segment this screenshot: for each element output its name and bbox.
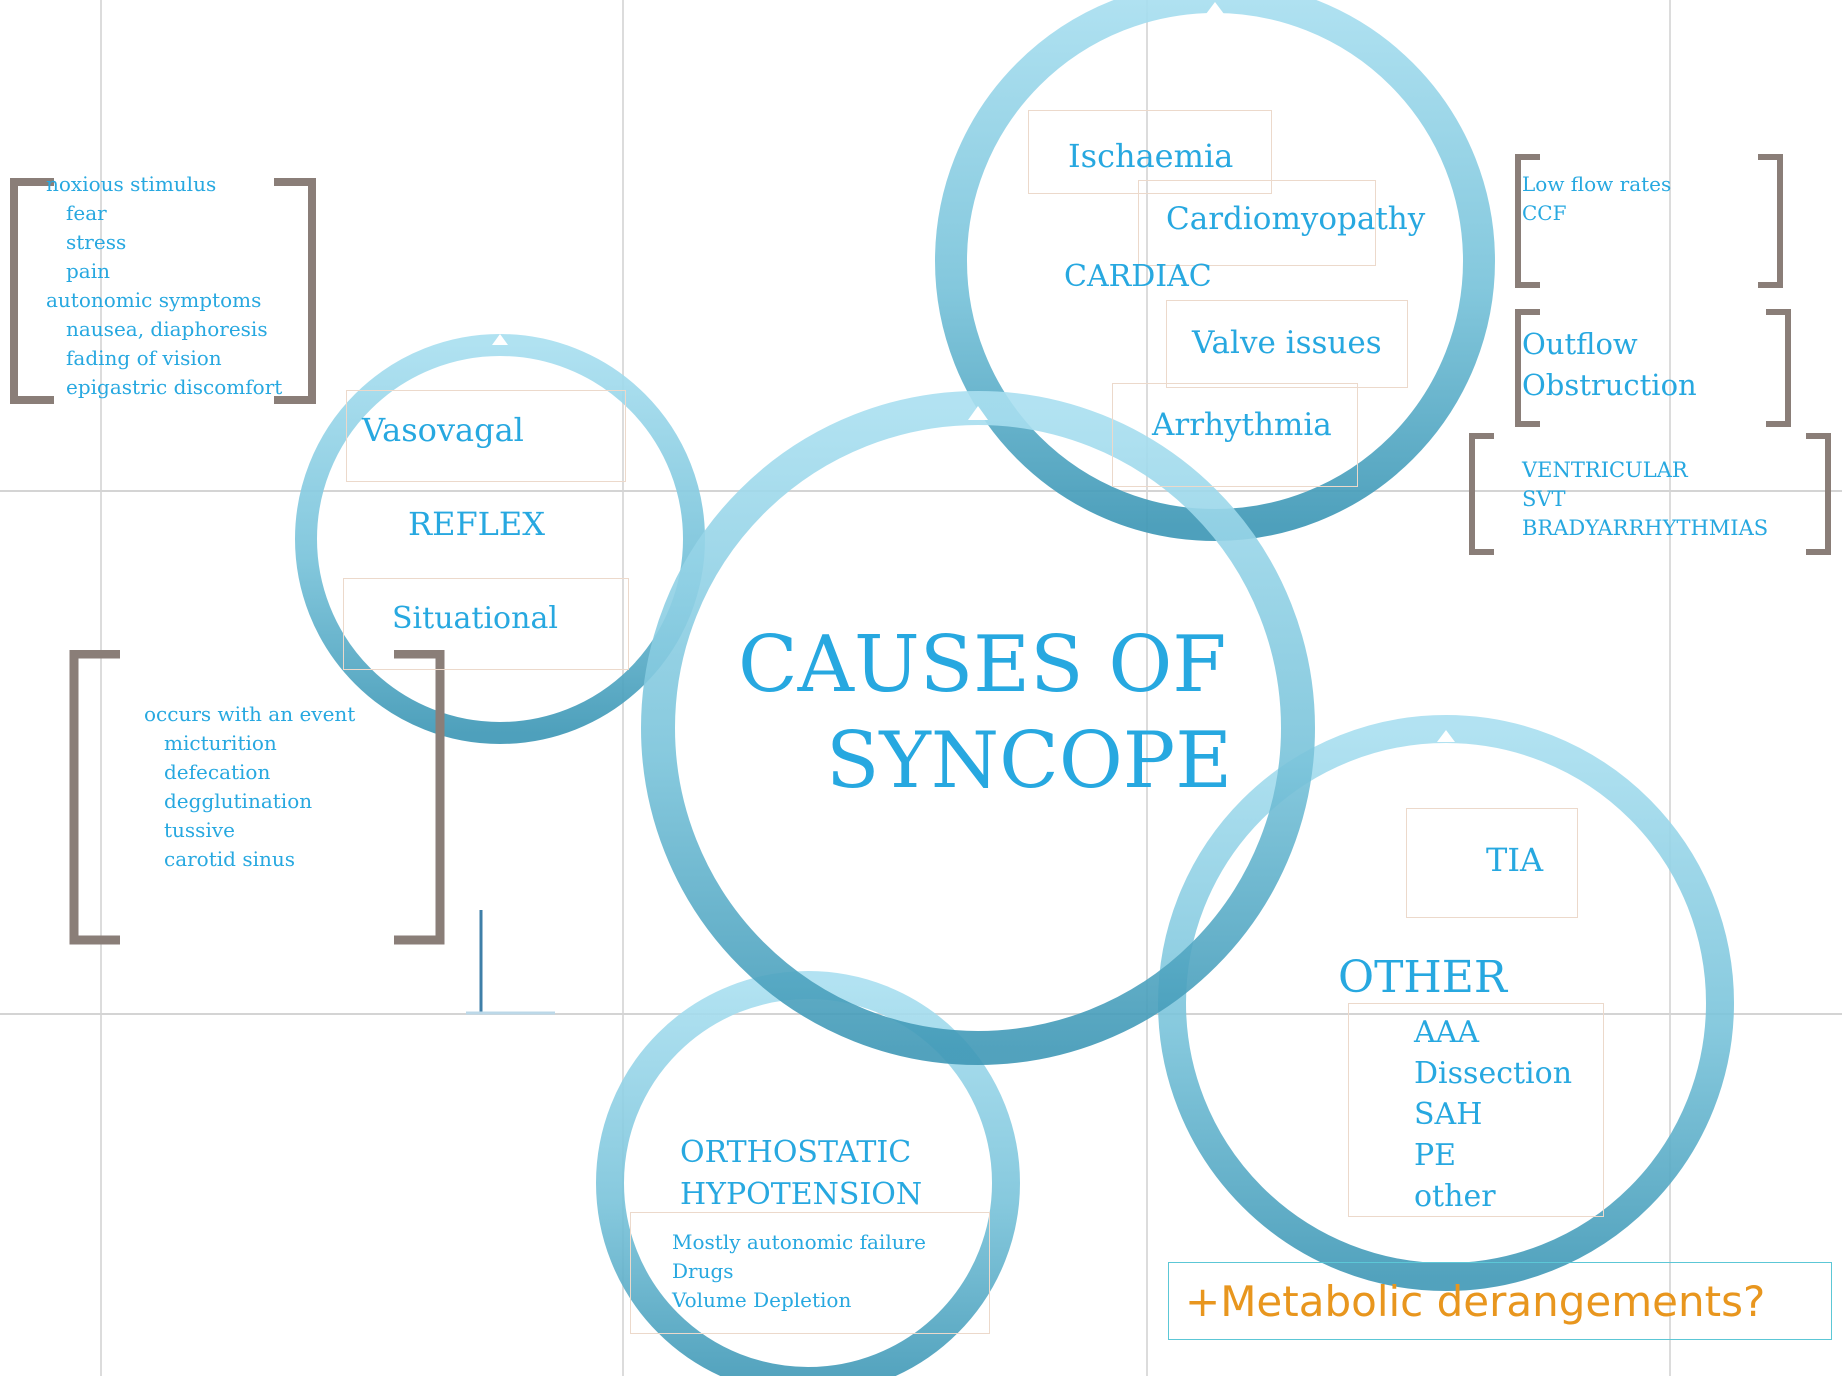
- note-line: SVT: [1522, 487, 1566, 511]
- situational-box: [343, 578, 629, 670]
- note-line: Volume Depletion: [672, 1288, 852, 1312]
- note-line: defecation: [164, 760, 271, 784]
- ischaemia-box: [1028, 110, 1272, 194]
- note-line: fading of vision: [66, 346, 222, 370]
- note-line: Outflow: [1522, 327, 1638, 361]
- vasovagal-label: Vasovagal: [362, 411, 524, 449]
- note-line: stress: [66, 230, 127, 254]
- other-title: OTHER: [1338, 952, 1508, 1003]
- list-item: PE: [1414, 1138, 1457, 1173]
- cardiomyopathy-notes: Low flow rates CCF: [1522, 170, 1671, 228]
- ring-marker-icon: [968, 406, 988, 420]
- grid-line: [100, 0, 102, 1376]
- list-item: Dissection: [1414, 1056, 1573, 1091]
- valve-issues-label: Valve issues: [1192, 325, 1382, 361]
- note-line: Drugs: [672, 1259, 734, 1283]
- note-line: tussive: [164, 818, 235, 842]
- note-line: Mostly autonomic failure: [672, 1230, 926, 1254]
- bracket-left: [1515, 154, 1540, 288]
- bracket-left: [69, 650, 120, 945]
- orthostatic-notes: Mostly autonomic failure Drugs Volume De…: [672, 1228, 926, 1315]
- reflex-title: REFLEX: [408, 505, 546, 543]
- bracket-right: [1758, 154, 1783, 288]
- note-line: autonomic symptoms: [46, 288, 262, 312]
- bracket-right: [274, 178, 316, 404]
- grid-line: [0, 490, 1842, 492]
- ischaemia-label: Ischaemia: [1068, 137, 1234, 175]
- note-line: Obstruction: [1522, 368, 1697, 402]
- situational-label: Situational: [392, 601, 558, 636]
- other-items: AAA Dissection SAH PE other: [1414, 1012, 1572, 1217]
- center-ring: [641, 391, 1315, 1065]
- note-line: fear: [66, 201, 107, 225]
- note-line: degglutination: [164, 789, 313, 813]
- arrhythmia-box: [1112, 383, 1358, 487]
- ring-marker-icon: [492, 334, 508, 345]
- vasovagal-box: [346, 390, 626, 482]
- vasovagal-notes: noxious stimulus fear stress pain autono…: [46, 170, 282, 402]
- grid-line: [1146, 0, 1148, 1376]
- reflex-ring: [295, 334, 705, 744]
- orthostatic-notes-box: [630, 1212, 990, 1334]
- bracket-left: [1469, 433, 1494, 555]
- cardiac-title: CARDIAC: [1064, 259, 1212, 294]
- grid-line: [1669, 0, 1671, 1376]
- list-item: AAA: [1414, 1015, 1479, 1050]
- note-line: occurs with an event: [144, 702, 356, 726]
- bracket-right: [1766, 309, 1791, 427]
- connector-mark: [466, 910, 555, 1015]
- situational-notes: occurs with an event micturition defecat…: [144, 700, 355, 874]
- bracket-left: [1515, 309, 1540, 427]
- note-line: CCF: [1522, 201, 1567, 225]
- other-items-box: [1348, 1003, 1604, 1217]
- tia-label: TIA: [1486, 841, 1544, 879]
- ring-marker-icon: [1437, 730, 1455, 742]
- bracket-right: [394, 650, 445, 945]
- valve-notes: Outflow Obstruction: [1522, 324, 1697, 406]
- note-line: Low flow rates: [1522, 172, 1672, 196]
- tia-box: [1406, 808, 1578, 918]
- center-title-line2: SYNCOPE: [826, 716, 1233, 806]
- note-line: nausea, diaphoresis: [66, 317, 268, 341]
- note-line: pain: [66, 259, 111, 283]
- list-item: SAH: [1414, 1097, 1483, 1132]
- cardiomyopathy-box: [1138, 180, 1376, 266]
- note-line: noxious stimulus: [46, 172, 217, 196]
- note-line: micturition: [164, 731, 277, 755]
- note-line: carotid sinus: [164, 847, 296, 871]
- arrhythmia-notes: VENTRICULAR SVT BRADYARRHYTHMIAS: [1522, 456, 1768, 543]
- note-line: epigastric discomfort: [66, 375, 283, 399]
- list-item: other: [1414, 1179, 1496, 1214]
- arrhythmia-label: Arrhythmia: [1152, 407, 1332, 443]
- note-line: BRADYARRHYTHMIAS: [1522, 516, 1769, 540]
- bracket-right: [1806, 433, 1831, 555]
- orthostatic-title-line1: ORTHOSTATIC: [680, 1135, 912, 1170]
- valve-issues-box: [1166, 300, 1408, 388]
- center-title-line1: CAUSES OF: [738, 620, 1227, 710]
- metabolic-box: [1168, 1262, 1832, 1340]
- orthostatic-title-line2: HYPOTENSION: [680, 1177, 923, 1212]
- note-line: VENTRICULAR: [1522, 458, 1688, 482]
- cardiomyopathy-label: Cardiomyopathy: [1166, 201, 1426, 237]
- metabolic-label: +Metabolic derangements?: [1185, 1277, 1766, 1326]
- bracket-left: [10, 178, 54, 404]
- ring-marker-icon: [1206, 2, 1224, 14]
